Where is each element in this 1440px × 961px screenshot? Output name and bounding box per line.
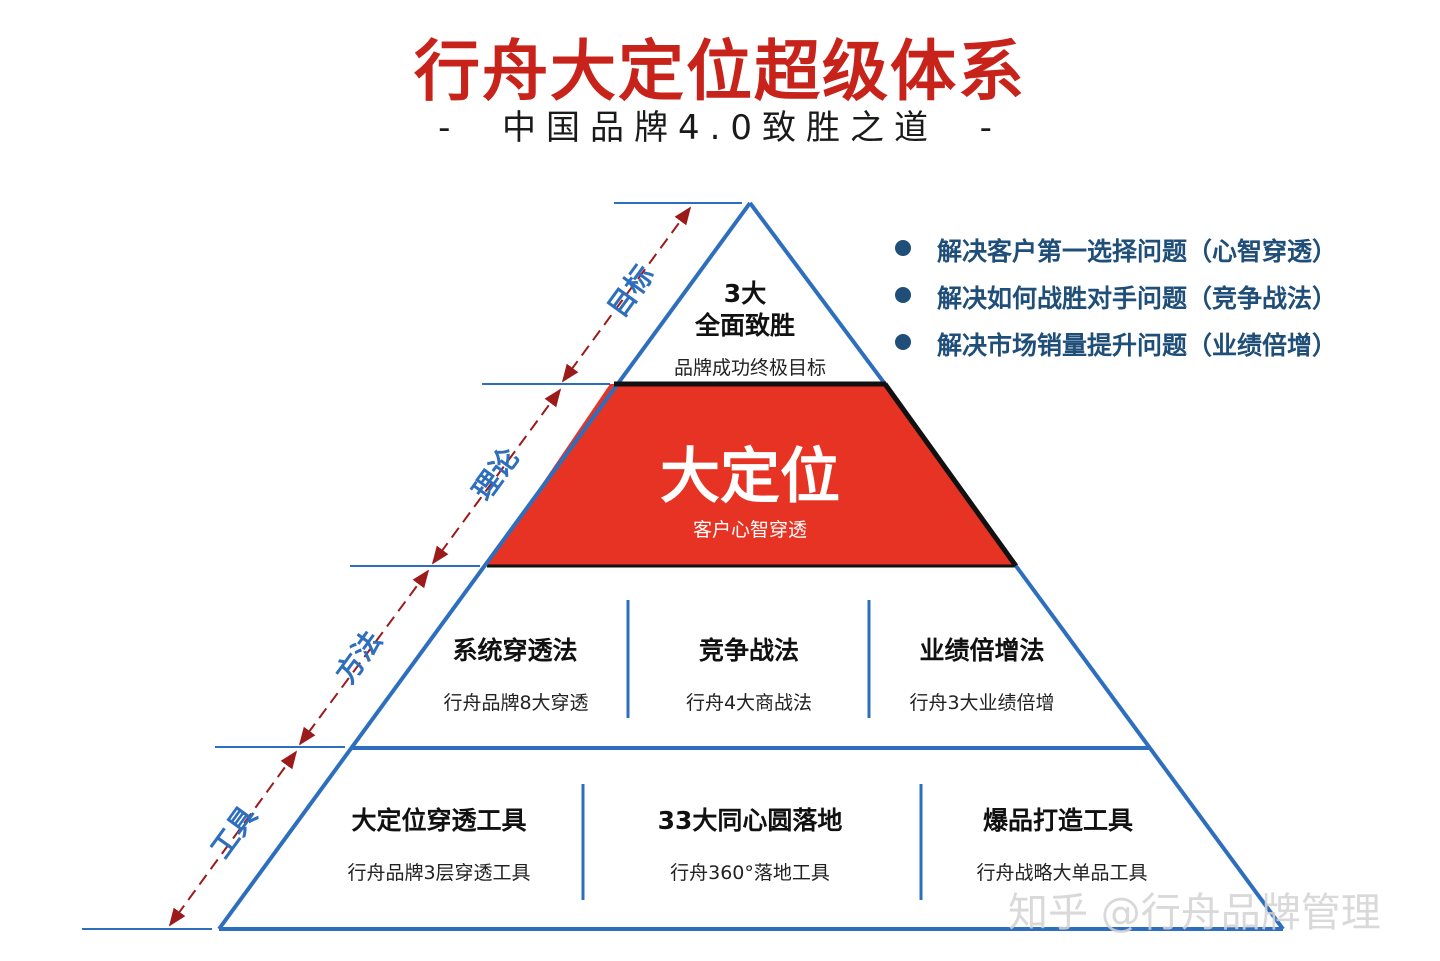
pyramid-right-upper-edge	[748, 201, 887, 386]
method-title-2: 竞争战法	[699, 636, 799, 665]
benefit-text: 解决如何战胜对手问题（竞争战法）	[937, 284, 1338, 313]
top-tier-desc: 品牌成功终极目标	[674, 357, 826, 379]
method-title-1: 系统穿透法	[452, 636, 577, 665]
method-desc-1: 行舟品牌8大穿透	[443, 692, 588, 714]
page-subtitle: - 中国品牌4.0致胜之道 -	[438, 108, 1002, 148]
level-label-theory: 理论	[466, 441, 526, 507]
tool-title-2: 33大同心圆落地	[658, 806, 843, 835]
bullet-dot-icon	[895, 287, 911, 303]
middle-tier-fill	[487, 384, 1015, 565]
benefit-text: 解决客户第一选择问题（心智穿透）	[937, 237, 1338, 266]
arrow-theory	[431, 388, 562, 565]
tool-desc-3: 行舟战略大单品工具	[976, 862, 1147, 884]
method-desc-3: 行舟3大业绩倍增	[909, 692, 1054, 714]
level-label-tool: 工具	[204, 800, 264, 865]
bullet-dot-icon	[895, 334, 911, 350]
arrow-goal	[561, 206, 692, 383]
top-tier-line1: 3大	[724, 279, 766, 308]
method-desc-2: 行舟4大商战法	[686, 692, 812, 714]
middle-tier-label: 大定位	[660, 442, 840, 512]
bullet-dot-icon	[895, 240, 911, 256]
top-tier-line2: 全面致胜	[694, 311, 795, 340]
level-label-method: 方法	[329, 625, 389, 690]
watermark: 知乎 @行舟品牌管理	[1008, 890, 1381, 936]
method-title-3: 业绩倍增法	[919, 636, 1044, 665]
tool-desc-1: 行舟品牌3层穿透工具	[347, 862, 530, 884]
page-title: 行舟大定位超级体系	[414, 33, 1026, 110]
tool-title-1: 大定位穿透工具	[351, 806, 526, 835]
benefit-text: 解决市场销量提升问题（业绩倍增）	[937, 331, 1338, 360]
arrow-tool	[168, 750, 298, 927]
tool-desc-2: 行舟360°落地工具	[670, 862, 830, 884]
tool-title-3: 爆品打造工具	[983, 806, 1133, 835]
middle-tier-edge	[882, 382, 1019, 568]
middle-tier-desc: 客户心智穿透	[693, 519, 807, 541]
level-label-goal: 目标	[601, 259, 661, 324]
arrow-method	[298, 569, 430, 746]
